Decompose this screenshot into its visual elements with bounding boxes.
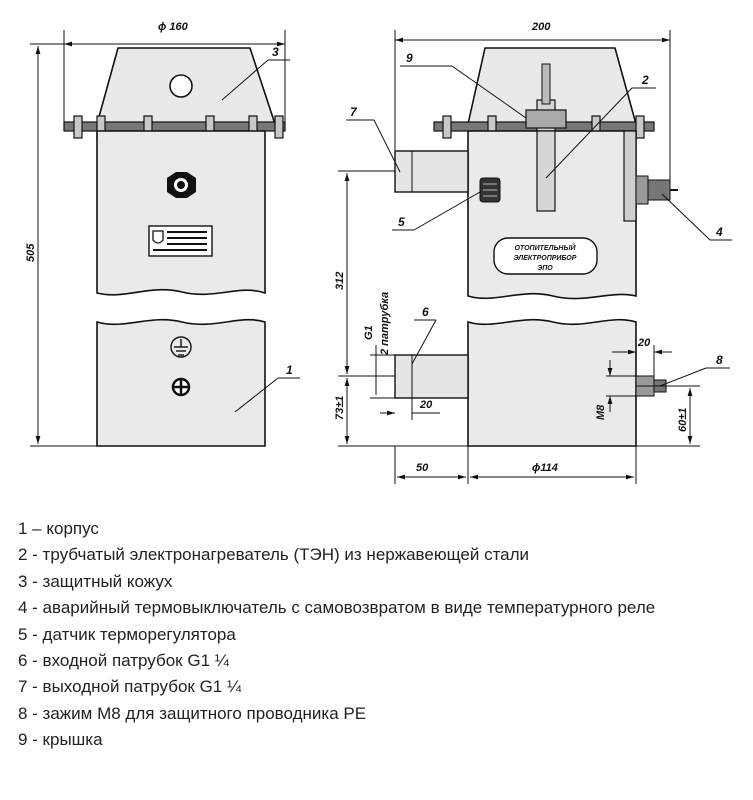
rating-plate xyxy=(148,225,213,257)
dim-thread-m8: M8 xyxy=(595,404,607,420)
front-view: ϕ 160 505 3 1 xyxy=(25,21,300,447)
ground-symbol-icon xyxy=(170,336,192,358)
dim-thread-g1: G1 xyxy=(363,325,375,340)
inlet-pipe xyxy=(394,354,469,399)
cover-nut xyxy=(525,109,567,129)
callout-4: 4 xyxy=(715,225,723,239)
parts-legend: 1 – корпус 2 - трубчатый электронагреват… xyxy=(18,516,738,754)
legend-item-6: 6 - входной патрубок G1 ¼ xyxy=(18,651,229,671)
side-flange-bolts xyxy=(442,115,645,139)
nameplate-line1: ОТОПИТЕЛЬНЫЙ xyxy=(514,243,576,252)
side-body-lower xyxy=(467,318,637,447)
sensor-icon xyxy=(479,177,501,203)
nameplate-line3: ЭПО xyxy=(537,265,553,272)
legend-item-2: 2 - трубчатый электронагреватель (ТЭН) и… xyxy=(18,545,530,565)
cable-gland-icon xyxy=(167,172,196,198)
legend-item-7: 7 - выходной патрубок G1 ¼ xyxy=(18,677,242,697)
legend-item-5: 5 - датчик терморегулятора xyxy=(18,624,236,644)
dim-width-200: 200 xyxy=(531,21,551,33)
thermo-switch-icon xyxy=(635,175,678,205)
side-nameplate xyxy=(493,237,598,275)
callout-7: 7 xyxy=(350,105,358,119)
legend-item-4: 4 - аварийный термовыключатель с самовоз… xyxy=(18,598,656,618)
callout-8: 8 xyxy=(716,353,723,367)
legend-item-3: 3 - защитный кожух xyxy=(18,571,173,591)
dim-pipes-count: 2 патрубка xyxy=(379,292,391,356)
callout-2: 2 xyxy=(641,73,649,87)
dim-width-50: 50 xyxy=(416,462,429,474)
callout-6: 6 xyxy=(422,305,429,319)
cover-hole xyxy=(169,74,193,98)
dim-offset-20-clamp: 20 xyxy=(637,337,651,349)
dim-height-73: 73±1 xyxy=(334,396,346,420)
outlet-pipe xyxy=(394,150,469,193)
dim-height-312: 312 xyxy=(334,272,346,290)
side-view: ОТОПИТЕЛЬНЫЙ ЭЛЕКТРОПРИБОР ЭПО 200 312 7… xyxy=(334,21,732,484)
thermostat-housing xyxy=(623,130,637,222)
dim-offset-20-pipe: 20 xyxy=(419,399,433,411)
legend-item-9: 9 - крышка xyxy=(18,730,103,750)
callout-5: 5 xyxy=(398,215,405,229)
callout-1: 1 xyxy=(286,363,293,377)
callout-9: 9 xyxy=(406,51,413,65)
callout-3: 3 xyxy=(272,45,279,59)
body-upper xyxy=(96,130,266,296)
nameplate-line2: ЭЛЕКТРОПРИБОР xyxy=(514,255,577,262)
dim-height-60: 60±1 xyxy=(677,408,689,432)
ground-screw-icon xyxy=(171,377,191,397)
dim-diameter-114: ϕ114 xyxy=(532,462,558,474)
technical-drawing: ϕ 160 505 3 1 xyxy=(25,21,732,484)
legend-item-8: 8 - зажим М8 для защитного проводника PE xyxy=(18,703,367,723)
dim-height-505: 505 xyxy=(25,243,37,262)
dim-diameter-160: ϕ 160 xyxy=(158,21,189,33)
legend-item-1: 1 – корпус xyxy=(18,519,99,538)
